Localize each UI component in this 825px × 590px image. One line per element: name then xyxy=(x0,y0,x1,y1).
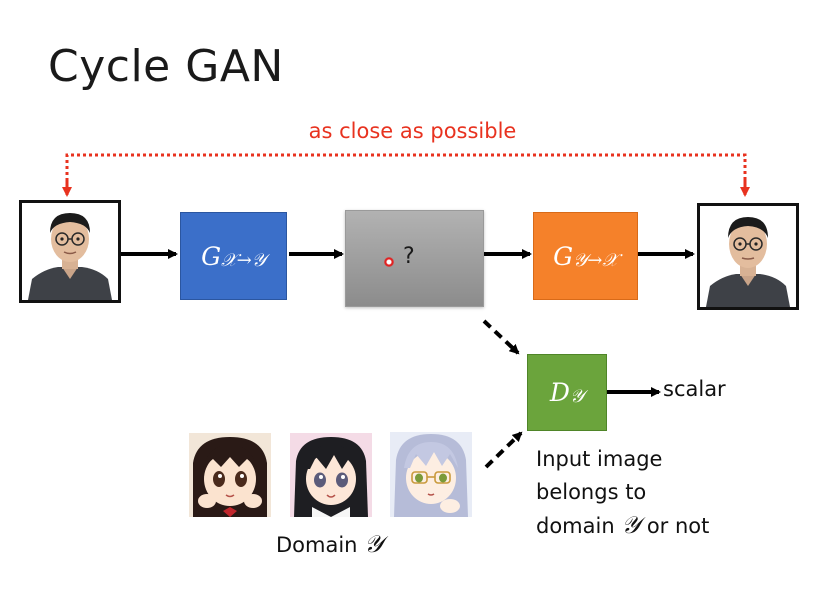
domain-y-sample-2 xyxy=(290,433,372,517)
generator-xy-letter: G xyxy=(201,241,222,271)
domain-y-sample-1 xyxy=(189,433,271,517)
input-person-photo xyxy=(19,200,121,303)
output-person-photo xyxy=(697,203,799,310)
anime-girl-face-icon xyxy=(189,433,271,517)
person-photo-icon xyxy=(700,206,796,307)
desc-line-2: belongs to xyxy=(536,480,647,504)
generator-yx-letter: G xyxy=(553,241,574,271)
slide-title: Cycle GAN xyxy=(48,41,284,92)
discriminator-letter: D xyxy=(549,378,570,407)
domain-y-sample-3 xyxy=(390,432,472,517)
person-photo-icon xyxy=(22,203,118,300)
domain-y-label: Domain 𝒴 xyxy=(276,530,383,558)
domain-label-prefix: Domain xyxy=(276,533,365,557)
anime-girl-face-icon xyxy=(390,432,472,517)
domain-label-symbol: 𝒴 xyxy=(364,530,383,558)
desc-line-3-symbol: 𝒴 xyxy=(621,511,641,539)
desc-line-3-suffix: or not xyxy=(640,514,710,538)
desc-line-1: Input image xyxy=(536,447,663,471)
cycle-consistency-bracket xyxy=(65,153,747,187)
dashed-arrow-domain-to-dy xyxy=(484,431,523,469)
desc-line-3: domain 𝒴 or not xyxy=(536,509,709,543)
intermediate-unknown-mark: ? xyxy=(403,244,415,269)
close-as-possible-label: as close as possible xyxy=(308,119,517,143)
discriminator-description: Input image belongs to domain 𝒴 or not xyxy=(536,443,709,543)
generator-xy-subscript: 𝒳→𝒴 xyxy=(221,249,266,271)
scalar-output-label: scalar xyxy=(663,377,726,401)
desc-line-3-prefix: domain xyxy=(536,514,622,538)
intermediate-image xyxy=(345,210,484,307)
pointer-dot-icon xyxy=(384,257,394,267)
discriminator-subscript: 𝒴 xyxy=(569,386,585,407)
dashed-arrow-mid-to-dy xyxy=(482,319,520,355)
anime-girl-face-icon xyxy=(290,433,372,517)
generator-yx-subscript: 𝒴→𝒳 xyxy=(573,249,618,271)
